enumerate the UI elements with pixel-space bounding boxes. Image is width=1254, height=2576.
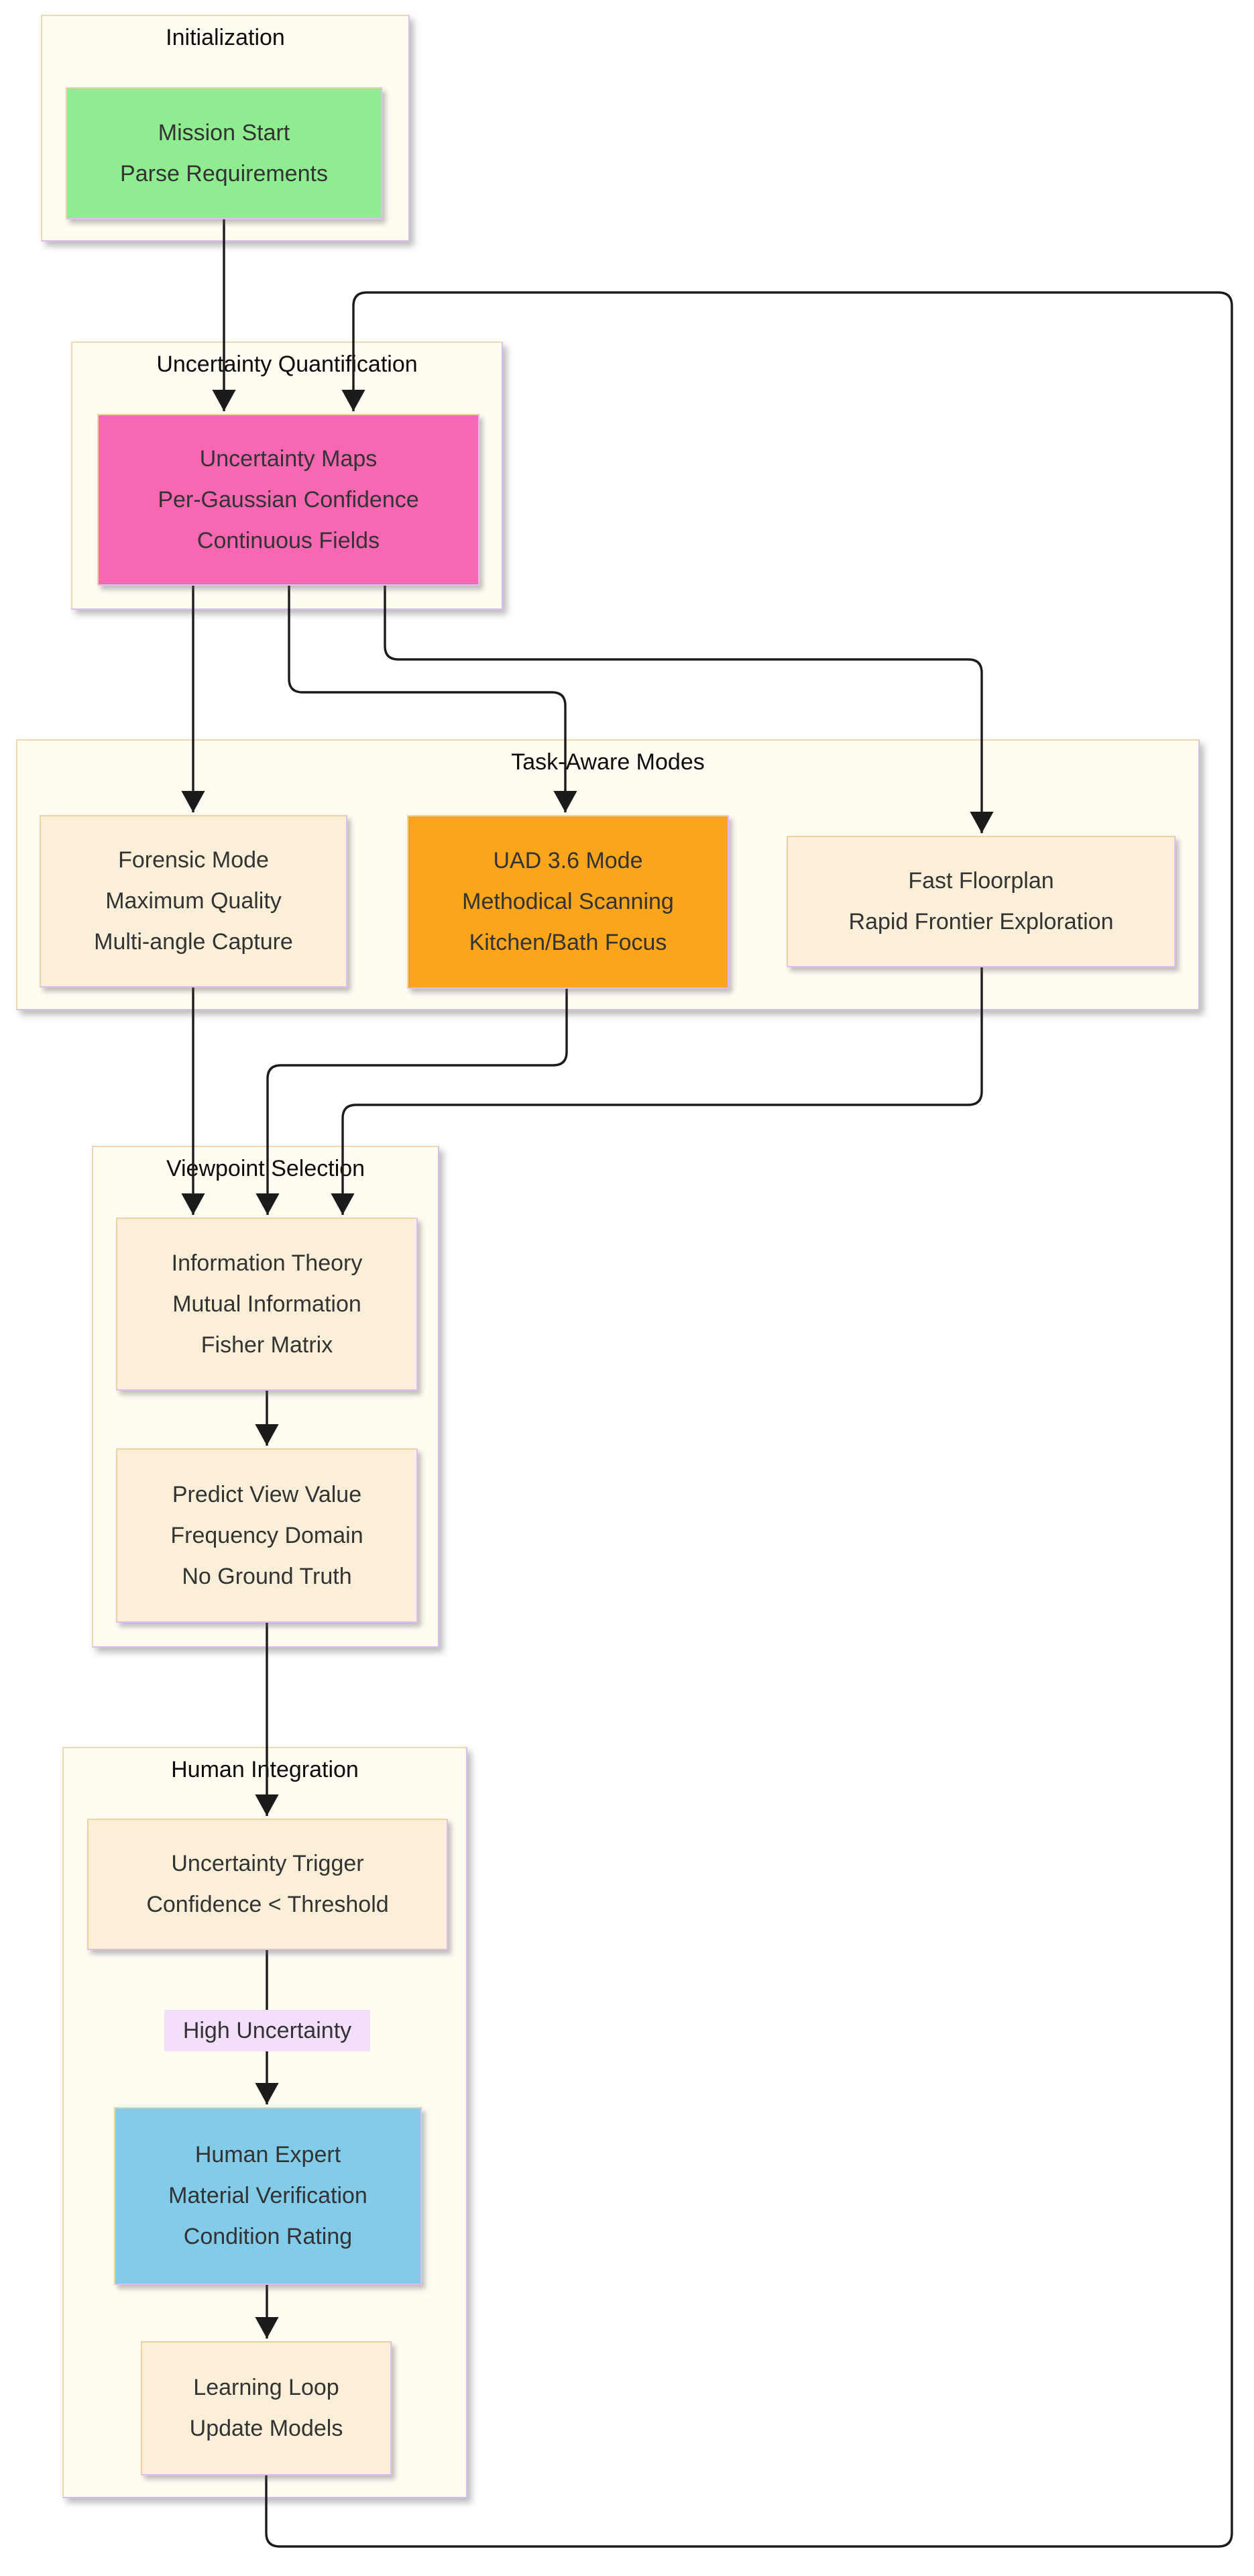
node-line: Per-Gaussian Confidence: [158, 486, 419, 513]
node-line: Methodical Scanning: [462, 889, 674, 914]
node-line: Rapid Frontier Exploration: [848, 909, 1114, 934]
node-line: Uncertainty Maps: [199, 445, 378, 472]
node-line: Condition Rating: [183, 2224, 353, 2249]
node-learning-loop: Learning Loop Update Models: [141, 2341, 392, 2475]
subgraph-title: Uncertainty Quantification: [156, 352, 418, 377]
edge-maps-to-uad: [288, 586, 577, 812]
node-predict-view-value: Predict View Value Frequency Domain No G…: [116, 1448, 418, 1623]
subgraph-title: Human Integration: [171, 1757, 359, 1782]
node-line: Uncertainty Trigger: [171, 1851, 364, 1876]
node-forensic-mode: Forensic Mode Maximum Quality Multi-angl…: [40, 815, 347, 987]
node-line: Mission Start: [158, 119, 290, 146]
node-line: Update Models: [189, 2416, 343, 2441]
node-line: UAD 3.6 Mode: [493, 848, 643, 873]
node-mission-start: Mission Start Parse Requirements: [66, 87, 382, 219]
subgraph-title: Initialization: [166, 25, 285, 50]
node-line: Information Theory: [171, 1250, 363, 1276]
node-line: Confidence < Threshold: [146, 1892, 389, 1917]
node-line: Fisher Matrix: [201, 1332, 333, 1358]
node-line: No Ground Truth: [182, 1563, 352, 1589]
node-line: Learning Loop: [193, 2375, 339, 2400]
subgraph-title: Task-Aware Modes: [511, 749, 705, 775]
edge-maps-to-floorplan: [384, 586, 994, 833]
node-human-expert: Human Expert Material Verification Condi…: [114, 2107, 422, 2285]
edge-floorplan-to-info: [331, 967, 983, 1215]
edge-uad-to-info: [255, 989, 568, 1215]
node-line: Maximum Quality: [105, 888, 282, 914]
edge-label-high-uncertainty: High Uncertainty: [164, 2010, 370, 2051]
node-uncertainty-trigger: Uncertainty Trigger Confidence < Thresho…: [87, 1819, 448, 1950]
edge-learning-feedback-to-maps: [265, 291, 1233, 2548]
node-line: Human Expert: [194, 2142, 341, 2167]
node-line: Fast Floorplan: [908, 868, 1054, 894]
subgraph-title: Viewpoint Selection: [166, 1156, 365, 1181]
node-line: Frequency Domain: [170, 1522, 363, 1548]
node-line: Mutual Information: [172, 1291, 361, 1317]
node-fast-floorplan: Fast Floorplan Rapid Frontier Exploratio…: [787, 836, 1176, 967]
node-line: Multi-angle Capture: [94, 929, 293, 955]
node-line: Predict View Value: [172, 1481, 362, 1507]
node-line: Forensic Mode: [118, 847, 269, 873]
node-information-theory: Information Theory Mutual Information Fi…: [116, 1218, 418, 1391]
node-line: Material Verification: [168, 2183, 367, 2208]
node-uncertainty-maps: Uncertainty Maps Per-Gaussian Confidence…: [97, 414, 479, 586]
node-line: Kitchen/Bath Focus: [469, 930, 667, 955]
node-line: Continuous Fields: [196, 527, 380, 553]
node-uad-mode: UAD 3.6 Mode Methodical Scanning Kitchen…: [407, 815, 729, 989]
node-line: Parse Requirements: [120, 160, 328, 186]
